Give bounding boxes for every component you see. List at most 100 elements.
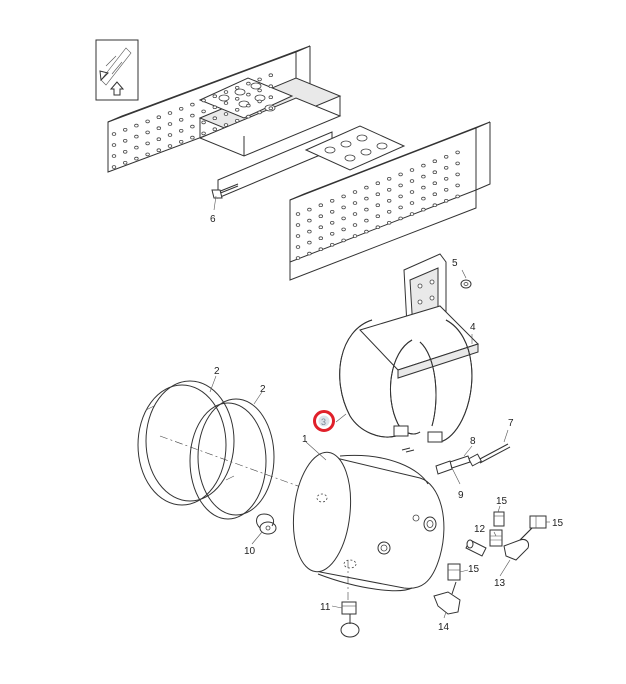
rail-hole xyxy=(223,112,229,116)
callout-7[interactable]: 7 xyxy=(508,418,514,429)
drain-valve-11 xyxy=(340,601,360,638)
rail-hole xyxy=(246,92,251,97)
rail-hole xyxy=(257,99,262,104)
rail-hole xyxy=(352,223,358,227)
callout-3[interactable]: 3 xyxy=(321,417,326,427)
callout-2a[interactable]: 2 xyxy=(214,366,220,377)
rail-hole xyxy=(318,247,323,252)
rail-hole xyxy=(295,223,301,227)
rail-hole xyxy=(122,161,128,165)
callout-1[interactable]: 1 xyxy=(302,434,308,445)
fitting-15a xyxy=(493,511,505,527)
rail-hole xyxy=(295,212,301,216)
callout-13[interactable]: 13 xyxy=(494,578,506,589)
rail-hole xyxy=(234,108,240,112)
rail-hole xyxy=(246,81,251,86)
rail-hole xyxy=(387,221,392,225)
rail-hole xyxy=(201,109,206,114)
rail-hole xyxy=(364,207,369,212)
rail-hole xyxy=(268,73,273,77)
rail-hole xyxy=(178,140,184,144)
fitting-12 xyxy=(465,539,487,557)
rail-hole xyxy=(364,196,369,201)
rail-hole xyxy=(444,177,449,181)
rail-hole xyxy=(341,216,346,221)
rail-hole xyxy=(330,243,335,247)
callout-15b[interactable]: 15 xyxy=(552,518,564,529)
callout-11[interactable]: 11 xyxy=(320,602,331,613)
rail-hole xyxy=(190,135,195,140)
rail-hole xyxy=(234,86,240,90)
rail-hole xyxy=(268,106,273,110)
rail-hole xyxy=(398,194,403,199)
rail-hole xyxy=(190,113,195,118)
rail-hole xyxy=(421,163,426,168)
rail-hole xyxy=(234,97,240,101)
rail-hole xyxy=(352,201,358,205)
rail-hole xyxy=(398,205,403,210)
rail-hole xyxy=(421,174,426,179)
rail-hole xyxy=(387,199,392,203)
rail-hole xyxy=(409,190,415,194)
rail-hole xyxy=(432,170,437,175)
callout-14[interactable]: 14 xyxy=(438,622,450,633)
rail-holes xyxy=(111,73,460,260)
rail-hole xyxy=(122,150,128,154)
rail-hole xyxy=(223,90,229,94)
rail-hole xyxy=(318,225,323,230)
rail-hole xyxy=(455,194,460,199)
rail-hole xyxy=(295,245,301,249)
rail-hole xyxy=(111,154,117,158)
rail-hole xyxy=(444,199,449,203)
rail-hole xyxy=(134,134,139,139)
rail-hole xyxy=(432,192,437,197)
leader-lines xyxy=(209,195,550,619)
rail-hole xyxy=(178,107,184,111)
elbow-fitting-13 xyxy=(503,525,535,561)
rail-hole xyxy=(318,203,323,208)
rail-hole xyxy=(375,203,380,208)
rail-hole xyxy=(330,199,335,203)
callout-15c[interactable]: 15 xyxy=(468,564,480,575)
chassis-frame xyxy=(107,45,491,281)
callout-5[interactable]: 5 xyxy=(452,258,458,269)
rail-hole xyxy=(111,165,117,169)
rail-hole xyxy=(257,88,262,93)
callout-9[interactable]: 9 xyxy=(458,490,464,501)
rail-hole xyxy=(387,188,392,192)
rail-hole xyxy=(145,130,150,135)
rail-hole xyxy=(178,129,184,133)
rail-hole xyxy=(295,256,301,260)
rail-hole xyxy=(330,221,335,225)
rail-hole xyxy=(145,141,150,146)
rail-hole xyxy=(307,251,312,256)
rail-hole xyxy=(134,156,139,161)
rail-hole xyxy=(341,194,346,199)
rail-hole xyxy=(352,234,358,238)
selected-callout-3[interactable]: 3 xyxy=(313,410,335,432)
rail-hole xyxy=(444,155,449,159)
callout-8[interactable]: 8 xyxy=(470,436,476,447)
rail-hole xyxy=(134,123,139,128)
rail-hole xyxy=(307,218,312,223)
callout-12[interactable]: 12 xyxy=(474,524,486,535)
gusset-holes xyxy=(218,82,388,162)
rail-hole xyxy=(341,205,346,210)
clamp-ring-2a xyxy=(137,380,235,506)
callout-15a[interactable]: 15 xyxy=(496,496,508,507)
callout-4[interactable]: 4 xyxy=(470,322,476,333)
callout-10[interactable]: 10 xyxy=(244,546,256,557)
callout-2b[interactable]: 2 xyxy=(260,384,266,395)
rail-hole xyxy=(295,234,301,238)
rail-hole xyxy=(246,114,251,119)
rail-hole xyxy=(156,126,161,130)
rail-hole xyxy=(268,95,273,99)
rail-hole xyxy=(307,207,312,212)
tank-strap-bracket-4 xyxy=(339,305,479,443)
rail-hole xyxy=(111,132,117,136)
fitting-15c xyxy=(447,563,461,581)
rail-hole xyxy=(364,185,369,190)
callout-6[interactable]: 6 xyxy=(210,214,216,225)
rail-hole xyxy=(352,190,358,194)
